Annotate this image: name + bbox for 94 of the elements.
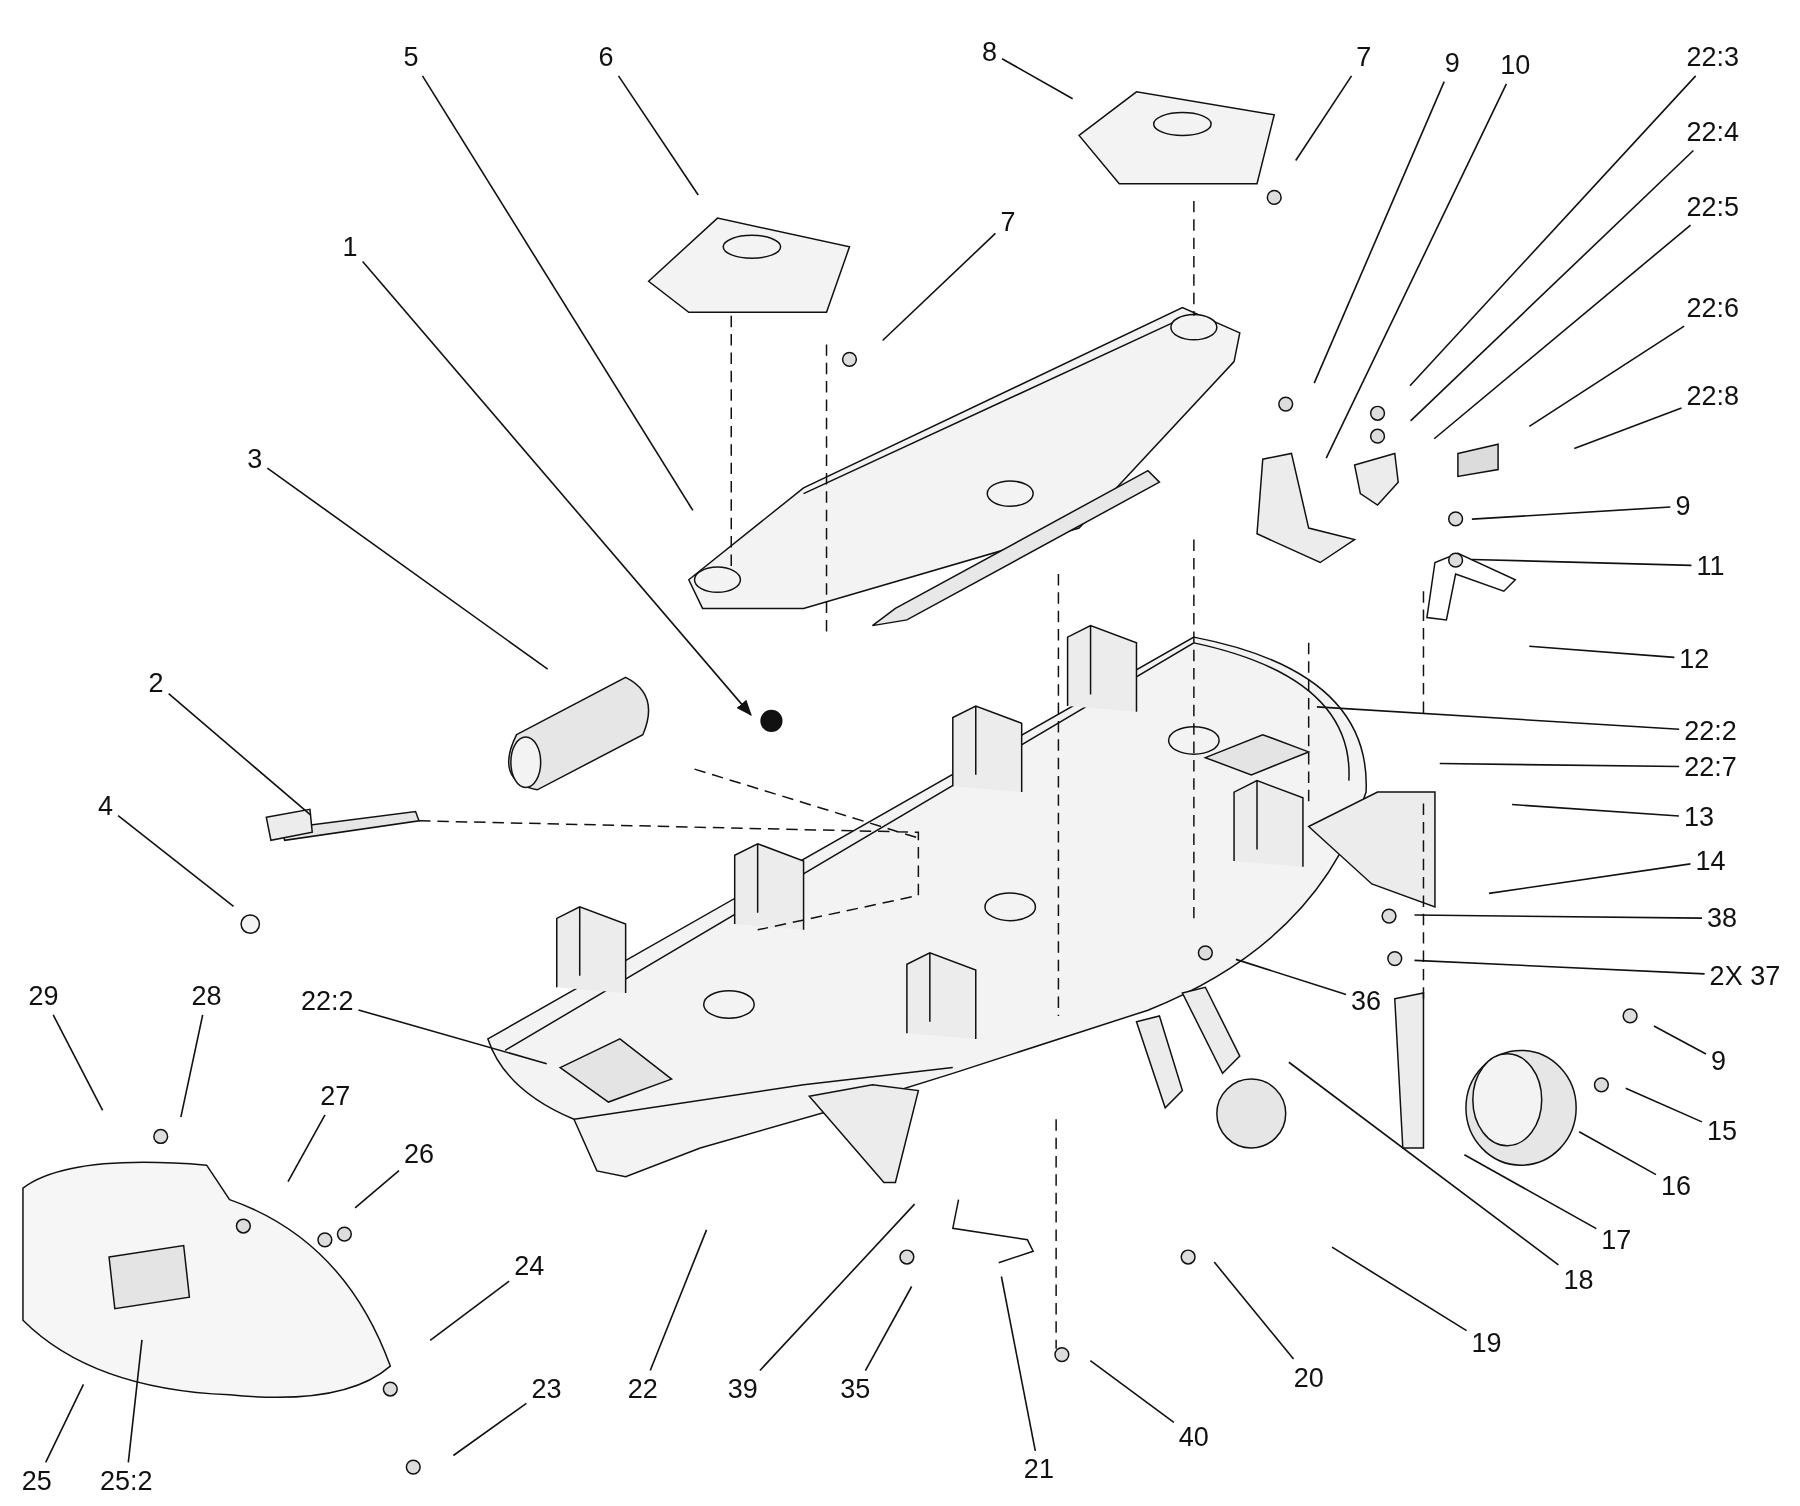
callout-number: 13	[1682, 802, 1715, 832]
callout-number: 22:8	[1685, 381, 1741, 411]
leader-line	[266, 467, 549, 670]
callout-number: 22:6	[1685, 293, 1741, 323]
leader-line	[1528, 325, 1685, 428]
leader-line	[1089, 1359, 1175, 1424]
leader-line	[354, 1169, 400, 1209]
leader-line	[1288, 1061, 1560, 1266]
leader-line	[1413, 959, 1706, 975]
leader-line	[649, 1229, 708, 1372]
callout-number: 4	[97, 791, 115, 821]
leader-line	[617, 75, 699, 196]
leader-line	[1511, 803, 1680, 817]
callout-number: 19	[1470, 1328, 1503, 1358]
callout-number: 21	[1022, 1454, 1055, 1484]
callout-number: 27	[319, 1081, 352, 1111]
leader-line	[167, 692, 312, 816]
callout-number: 26	[403, 1139, 435, 1169]
callout-number: 9	[1709, 1046, 1727, 1076]
leader-line	[127, 1339, 143, 1464]
leader-line	[180, 1014, 204, 1118]
callout-number: 7	[999, 207, 1017, 237]
leader-line	[1325, 83, 1508, 459]
callout-number: 22:4	[1685, 117, 1741, 147]
callout-number: 20	[1292, 1363, 1325, 1393]
callout-number: 7	[1355, 42, 1373, 72]
leader-line	[1433, 224, 1692, 440]
leader-line	[1409, 149, 1695, 422]
leader-line	[1488, 863, 1692, 895]
callout-number: 6	[597, 42, 615, 72]
leader-line	[1463, 1154, 1598, 1230]
leader-line	[1213, 1261, 1295, 1360]
callout-number: 29	[27, 981, 60, 1011]
leader-line	[1001, 57, 1074, 100]
leader-line	[1413, 914, 1703, 919]
leader-line	[1578, 1131, 1657, 1176]
leader-line	[421, 75, 694, 512]
callout-number: 17	[1600, 1225, 1633, 1255]
callout-number: 3	[246, 444, 264, 474]
callout-number: 2	[147, 668, 165, 698]
leader-line	[1438, 762, 1680, 768]
leader-line	[1294, 75, 1353, 162]
leader-line	[287, 1114, 326, 1183]
callout-number: 16	[1660, 1171, 1693, 1201]
callout-number: 8	[981, 37, 999, 67]
leader-line	[1316, 706, 1680, 731]
leader-line	[881, 232, 997, 342]
leader-line	[1471, 558, 1693, 567]
leader-line	[759, 1203, 916, 1372]
leader-line	[864, 1285, 913, 1372]
callout-number: 12	[1678, 644, 1711, 674]
callout-number: 35	[839, 1374, 872, 1404]
callout-number: 36	[1350, 986, 1383, 1016]
callout-number: 18	[1562, 1265, 1595, 1295]
leader-line	[1573, 407, 1683, 450]
leader-line	[361, 260, 752, 717]
callout-number: 23	[530, 1374, 563, 1404]
callout-number: 9	[1443, 48, 1461, 78]
leader-line	[1235, 958, 1347, 996]
callout-number: 28	[190, 981, 223, 1011]
callout-number: 1	[341, 232, 359, 262]
callout-number: 39	[726, 1374, 759, 1404]
callout-number: 22:7	[1683, 752, 1738, 782]
leader-line	[44, 1383, 85, 1464]
leader-line	[1313, 80, 1445, 384]
leader-line	[1331, 1246, 1468, 1332]
callout-number: 22:2	[1683, 716, 1738, 746]
leader-line	[452, 1402, 528, 1457]
callout-number: 22:3	[1685, 42, 1741, 72]
leader-line	[1000, 1275, 1037, 1452]
callout-number: 15	[1705, 1116, 1738, 1146]
leader-line	[429, 1280, 510, 1342]
leader-line	[357, 1009, 548, 1065]
callout-number: 24	[513, 1251, 546, 1281]
leader-line	[1471, 506, 1672, 520]
callout-number: 22	[626, 1374, 659, 1404]
callout-number: 40	[1177, 1422, 1210, 1452]
callout-number: 10	[1499, 50, 1532, 80]
leader-line	[1624, 1087, 1703, 1123]
leader-line	[1409, 75, 1697, 387]
callout-number: 22:5	[1685, 192, 1741, 222]
leader-line	[52, 1014, 104, 1112]
callout-number: 14	[1694, 846, 1727, 876]
callout-number: 25:2	[99, 1466, 154, 1496]
leader-line	[117, 814, 235, 908]
callout-number: 11	[1695, 551, 1726, 581]
callout-number: 5	[402, 42, 420, 72]
callout-number: 22:2	[299, 986, 355, 1016]
callout-number: 25	[20, 1466, 53, 1496]
callout-number: 38	[1705, 903, 1738, 933]
callout-number: 9	[1674, 491, 1692, 521]
callout-number: 2X 37	[1708, 961, 1782, 991]
leader-line	[1653, 1025, 1707, 1055]
leader-line	[1528, 645, 1676, 659]
